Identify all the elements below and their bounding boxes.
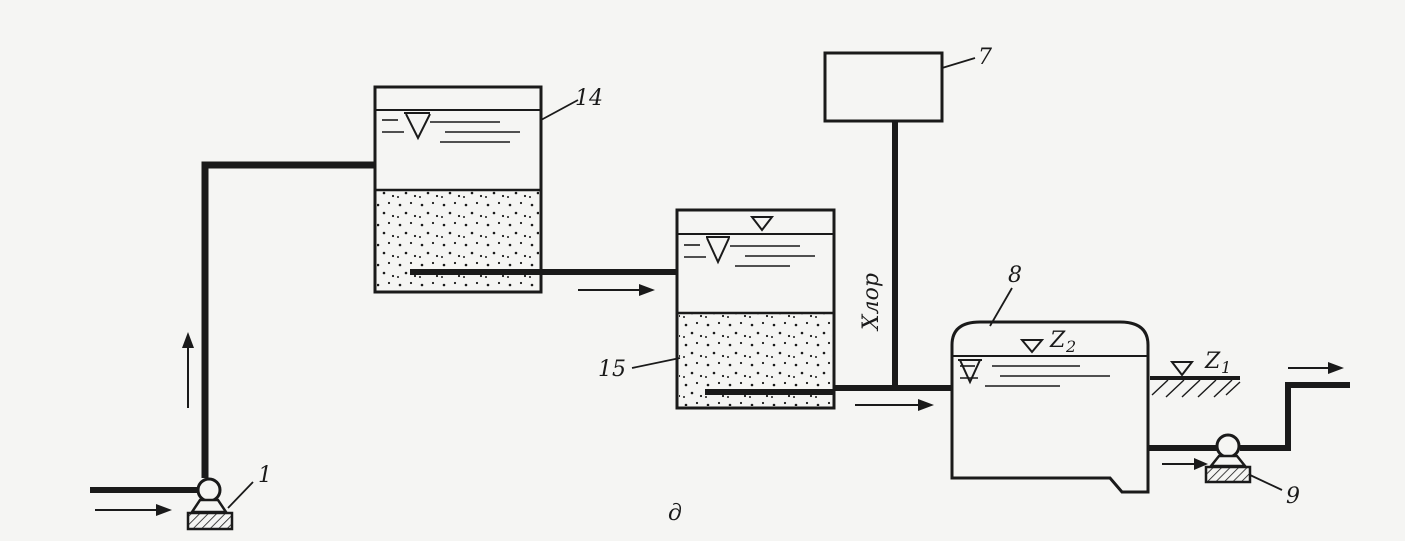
chlorinator-7-number: 7: [978, 45, 992, 70]
label-chlorinator-7: 7: [941, 45, 992, 70]
flow-arrow-14-15: [578, 284, 655, 296]
pipe-15-to-8: [834, 372, 968, 391]
pump-9: [1204, 433, 1252, 484]
reservoir-8-number: 8: [1008, 263, 1022, 288]
ground-level: Z 1: [1150, 349, 1241, 398]
label-reservoir-8: 8: [989, 263, 1022, 327]
outlet-flow-arrow-low: [1162, 458, 1208, 470]
pump-1: [186, 477, 234, 531]
outlet-pipe: [1148, 382, 1350, 451]
pump-1-number: 1: [258, 463, 272, 488]
level-z2-sub: 2: [1065, 337, 1076, 356]
label-filter-15: 15: [598, 357, 681, 382]
chlorine-label: Хлор: [859, 273, 884, 332]
level-z1-letter: Z: [1204, 349, 1221, 374]
inlet-flow-arrow: [95, 504, 172, 516]
filter-15: [675, 208, 836, 410]
chlorinator-7: [823, 51, 944, 388]
pump-9-number: 9: [1286, 484, 1300, 509]
label-filter-14: 14: [540, 86, 603, 121]
figure-letter: д: [668, 501, 682, 526]
riser-flow-arrow: [182, 332, 194, 408]
filter-14: [373, 85, 543, 294]
filter-14-number: 14: [575, 86, 603, 111]
label-pump-9: 9: [1249, 474, 1300, 509]
level-z2: Z 2: [1049, 328, 1076, 356]
chlorine-text: Хлор: [859, 273, 884, 332]
label-pump-1: 1: [227, 463, 272, 509]
reservoir-8: [950, 320, 1150, 494]
level-z2-letter: Z: [1049, 328, 1066, 353]
outlet-flow-arrow-high: [1288, 362, 1344, 374]
filter-15-number: 15: [598, 357, 626, 382]
level-z1-sub: 1: [1221, 358, 1231, 377]
flow-arrow-15-8: [855, 399, 934, 411]
